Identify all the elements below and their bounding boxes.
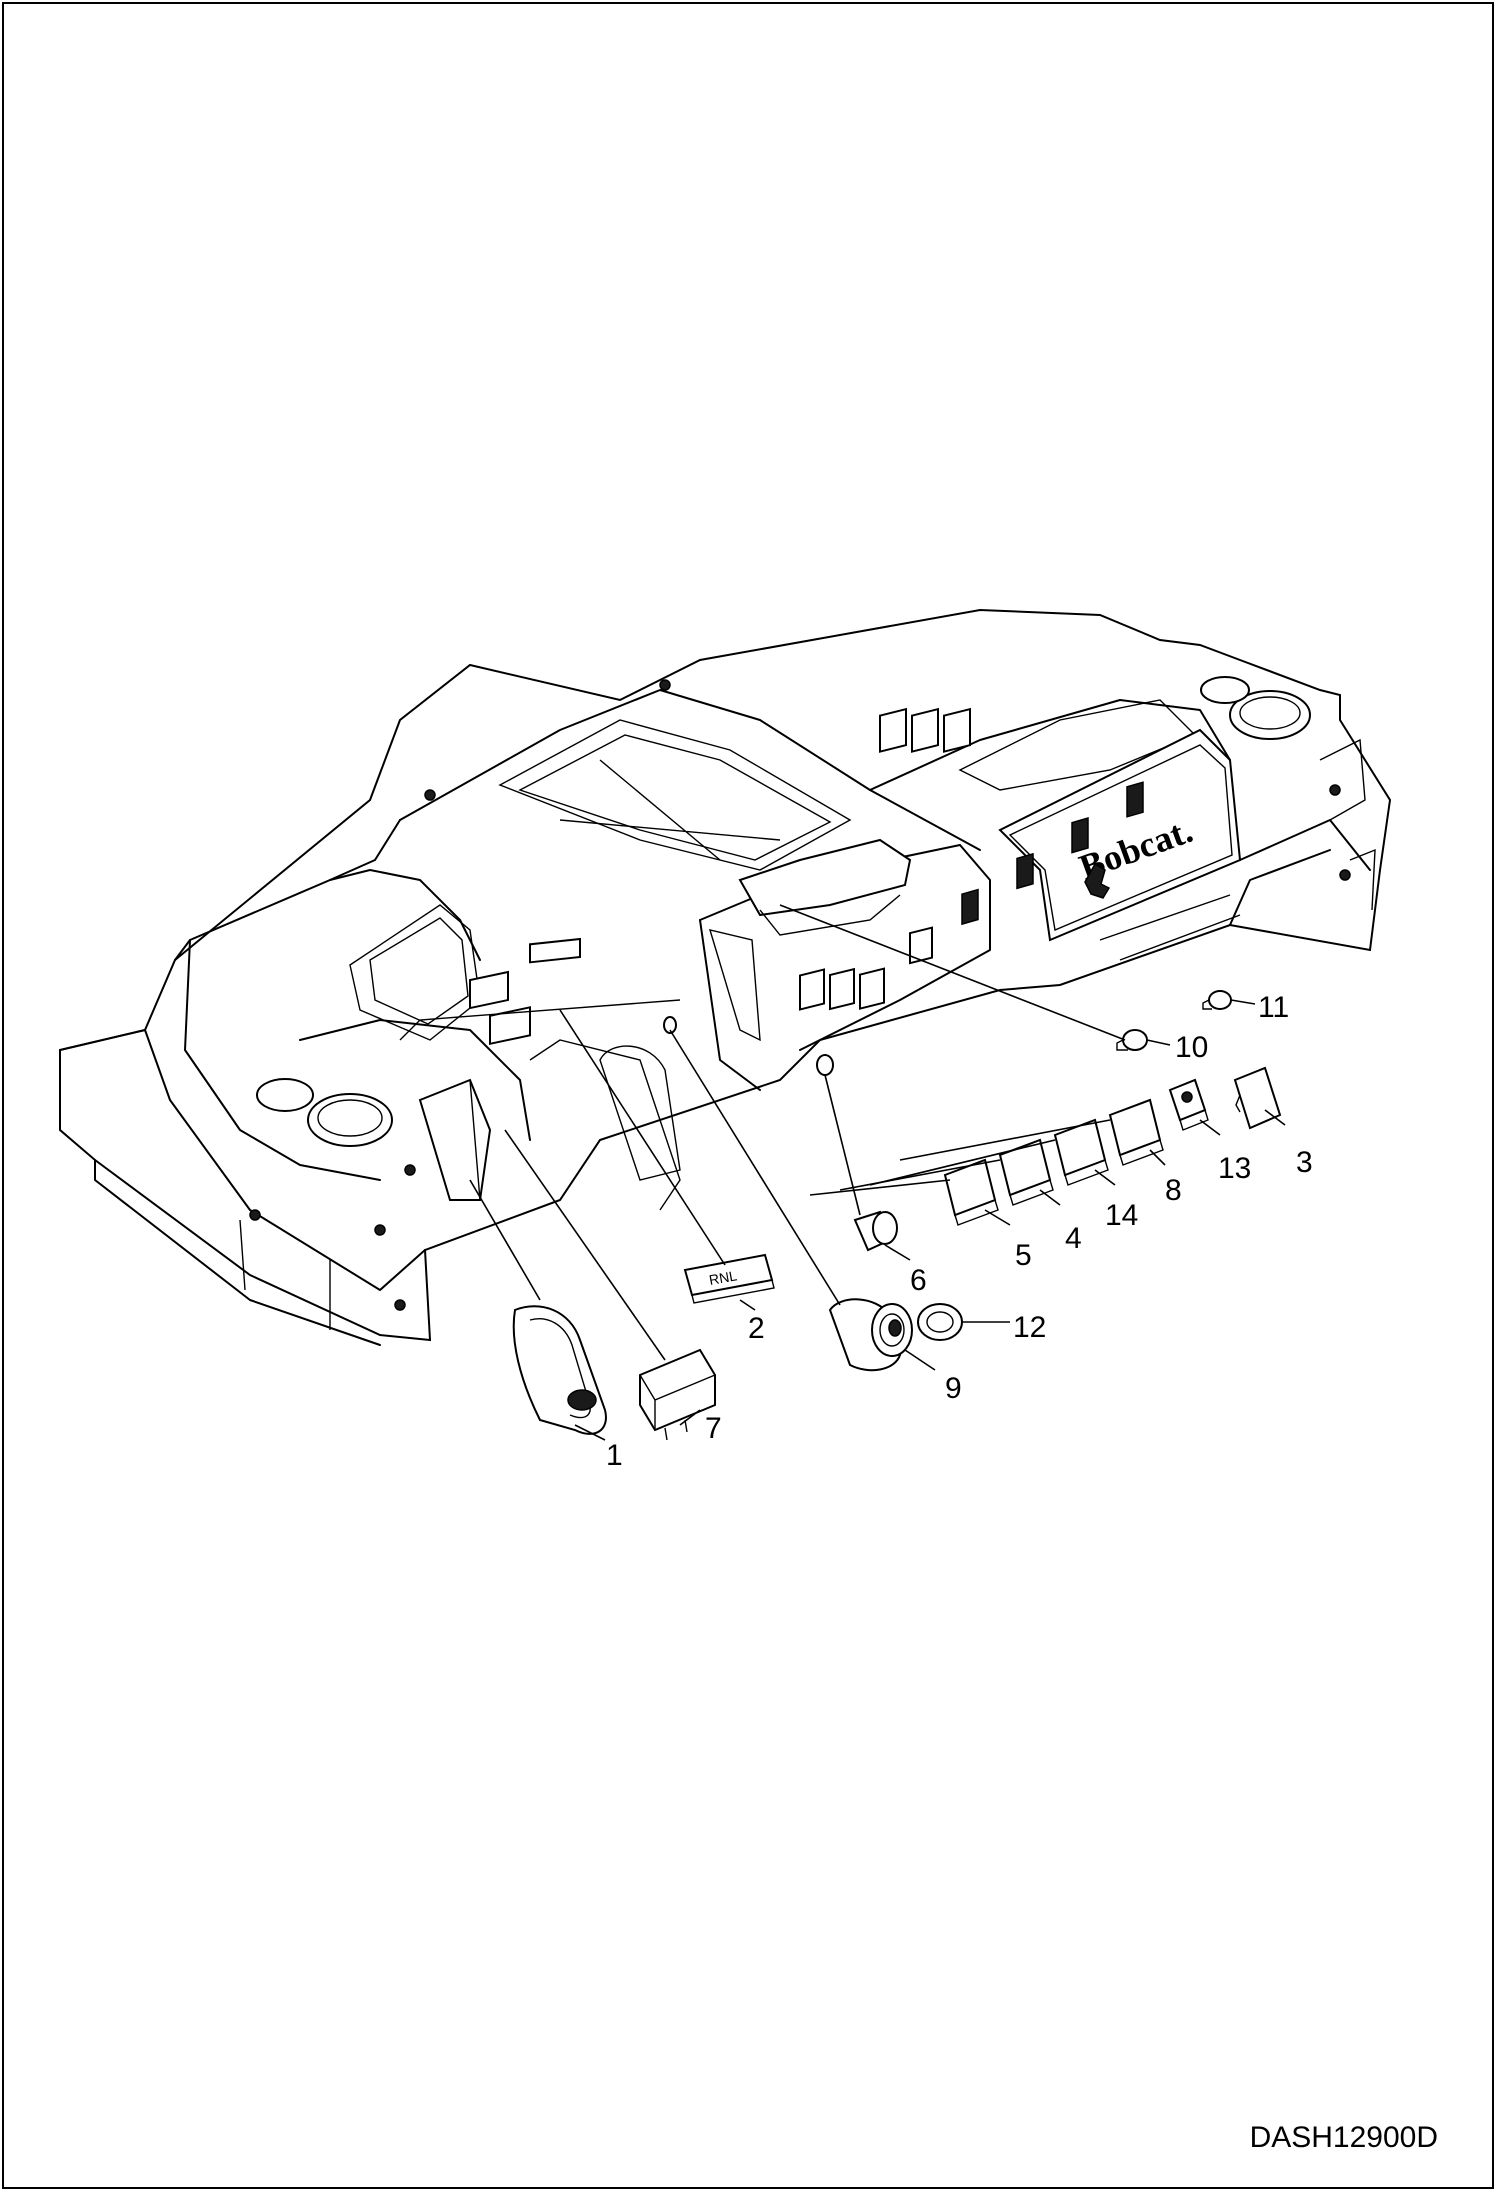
- callout-8: 8: [1165, 1174, 1182, 1207]
- part-7-relay: [639, 1348, 716, 1441]
- part-12-nut: [917, 1303, 963, 1341]
- part-14-switch: [1053, 817, 1109, 1186]
- leader-lines: [469, 904, 1286, 1441]
- part-8-switch: [1108, 781, 1164, 1166]
- callouts: 1 2 3 4 5 6 7 8 9 10 11 12 13 14: [606, 991, 1313, 1472]
- callout-6: 6: [910, 1264, 927, 1297]
- callout-11: 11: [1258, 991, 1289, 1024]
- switch-openings-lower: [799, 967, 885, 1011]
- part-1-grab-handle: [512, 1305, 607, 1435]
- callout-9: 9: [945, 1372, 962, 1405]
- callout-1: 1: [606, 1439, 623, 1472]
- callout-3: 3: [1296, 1146, 1313, 1179]
- callout-14: 14: [1105, 1199, 1138, 1232]
- callout-5: 5: [1015, 1239, 1032, 1272]
- drawing-code: DASH12900D: [1249, 2121, 1438, 2154]
- dashboard-body: Bobcat.: [59, 608, 1392, 1346]
- callout-10: 10: [1175, 1031, 1208, 1064]
- part-10-bulb: [1116, 1029, 1148, 1051]
- callout-2: 2: [748, 1312, 765, 1345]
- bobcat-logo-icon: [1084, 862, 1111, 899]
- callout-12: 12: [1013, 1311, 1046, 1344]
- callout-13: 13: [1218, 1152, 1251, 1185]
- switch-label: RNL: [708, 1267, 739, 1288]
- part-2-rocker-switch: RNL: [683, 1253, 775, 1304]
- callout-7: 7: [705, 1412, 722, 1445]
- part-4-switch: [998, 852, 1054, 1206]
- switch-openings-upper: [879, 707, 971, 965]
- part-13-switch-cover: [1168, 1078, 1209, 1131]
- part-6-power-outlet: [853, 1210, 898, 1252]
- part-9-ignition-switch: [828, 1298, 913, 1372]
- part-11-bulb: [1202, 990, 1232, 1010]
- callout-4: 4: [1065, 1222, 1082, 1255]
- part-3-blank-plug: [1233, 1066, 1282, 1130]
